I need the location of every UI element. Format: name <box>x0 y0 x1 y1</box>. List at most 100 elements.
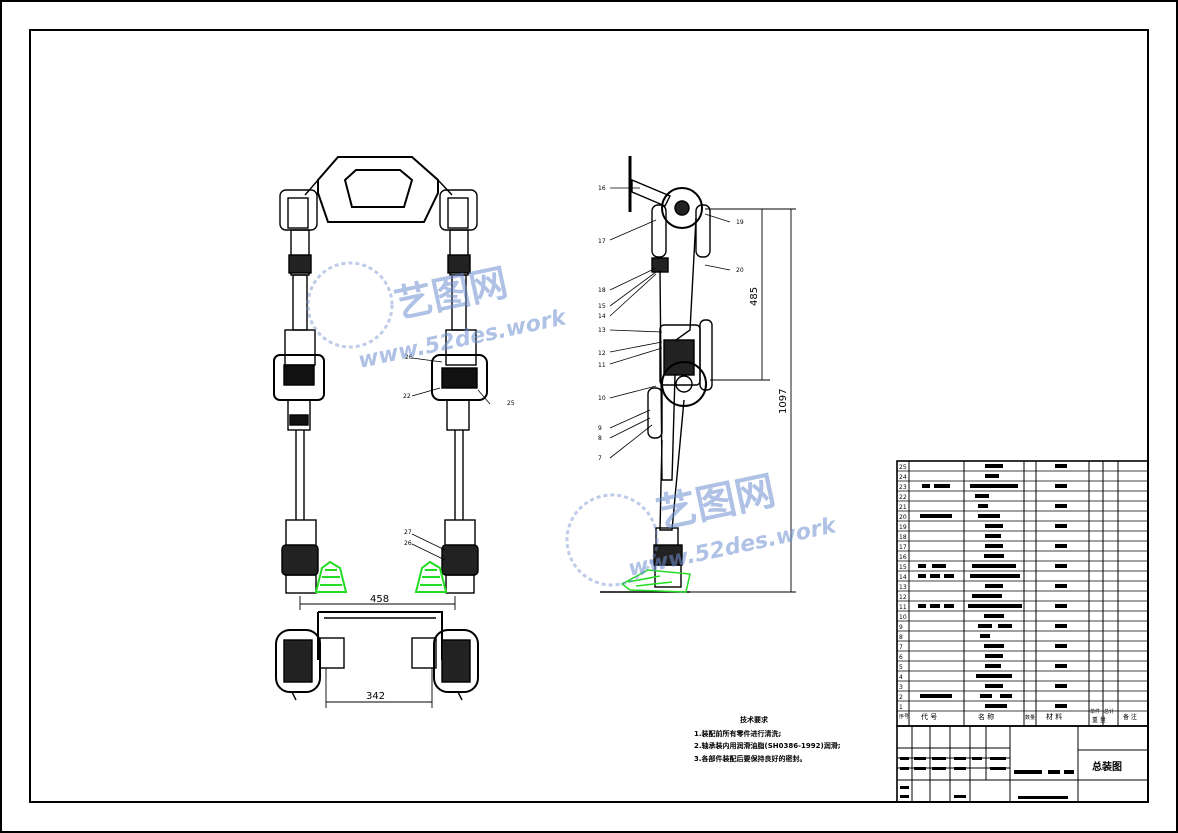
bom-redacted-cell <box>992 514 1000 518</box>
bom-redacted-cell <box>930 574 940 578</box>
bom-redacted-cell <box>1055 544 1067 548</box>
bom-redacted-cell <box>1000 694 1012 698</box>
bom-redacted-cell <box>978 624 992 628</box>
callout-label: 14 <box>598 313 606 320</box>
bom-row-number: 8 <box>899 634 903 641</box>
dimension-upper-width <box>299 596 456 610</box>
drawing-title: 总装图 <box>1092 760 1122 773</box>
bom-redacted-cell <box>1055 464 1067 468</box>
bom-redacted-cell <box>984 644 1004 648</box>
bom-redacted-cell <box>985 664 1001 668</box>
callout-label: 7 <box>598 455 602 462</box>
bom-header-remark: 备 注 <box>1123 713 1137 721</box>
dimension-height <box>690 208 796 593</box>
bom-redacted-cell <box>970 484 1018 488</box>
side-callouts <box>609 187 731 459</box>
bom-redacted-cell <box>1055 484 1067 488</box>
bom-redacted-cell <box>930 604 940 608</box>
bom-header-name: 名 称 <box>978 712 994 721</box>
bom-row-number: 19 <box>899 524 907 531</box>
bom-redacted-cell <box>980 634 990 638</box>
bom-redacted-cell <box>985 474 999 478</box>
callout-label: 15 <box>598 303 606 310</box>
callout-label: 22 <box>403 393 411 400</box>
bom-redacted-cell <box>918 604 926 608</box>
bom-redacted-cell <box>985 704 1007 708</box>
bom-redacted-cell <box>918 564 926 568</box>
callout-label: 27 <box>404 529 412 536</box>
bom-row-number: 10 <box>899 614 907 621</box>
bom-redacted-cell <box>1055 664 1067 668</box>
bom-row-number: 22 <box>899 494 907 501</box>
bom-row-number: 11 <box>899 604 907 611</box>
bom-redacted-cell <box>980 694 992 698</box>
tech-requirements-title: 技术要求 <box>740 715 769 724</box>
bom-redacted-cell <box>932 564 946 568</box>
inner-frame <box>29 29 1149 803</box>
bom-redacted-cell <box>985 524 1003 528</box>
top-view <box>275 611 479 708</box>
bom-redacted-cell <box>944 574 954 578</box>
bom-redacted-cell <box>984 554 1004 558</box>
tech-requirement-line: 3.各部件装配后要保持良好的密封。 <box>694 754 807 763</box>
bom-redacted-cell <box>972 594 1002 598</box>
bom-header-material: 材 料 <box>1046 712 1062 721</box>
bom-redacted-cell <box>944 604 954 608</box>
bom-redacted-cell <box>1055 564 1067 568</box>
bom-row-number: 17 <box>899 544 907 551</box>
bom-redacted-cell <box>978 504 988 508</box>
callout-label: 10 <box>598 395 606 402</box>
bom-row-number: 13 <box>899 584 907 591</box>
bom-row-number: 3 <box>899 684 903 691</box>
bom-redacted-cell <box>1055 504 1067 508</box>
watermark-globe-icon <box>565 493 659 587</box>
bom-redacted-cell <box>985 584 1003 588</box>
bom-header: 序号 代 号 名 称 数量 材 料 单件 总计 重 量 备 注 <box>899 708 1137 724</box>
bom-redacted-cell <box>968 604 1022 608</box>
bom-row-number: 15 <box>899 564 907 571</box>
bom-row-number: 12 <box>899 594 907 601</box>
callout-label: 20 <box>736 267 744 274</box>
bom-row-number: 7 <box>899 644 903 651</box>
bom-header-weight: 重 量 <box>1092 716 1106 724</box>
bom-row-number: 21 <box>899 504 907 511</box>
bom-redacted-cell <box>922 484 930 488</box>
bom-redacted-cell <box>985 534 1001 538</box>
bom-row-number: 2 <box>899 694 903 701</box>
callout-label: 9 <box>598 425 602 432</box>
bom-redacted-cell <box>918 574 926 578</box>
bom-rows: 2524232221201918171615141312111098765432… <box>897 464 1148 712</box>
bom-row-number: 16 <box>899 554 907 561</box>
front-view <box>273 156 488 594</box>
bom-redacted-cell <box>920 694 952 698</box>
tech-requirement-line: 2.轴承装内用润滑油脂(SH0386-1992)润滑; <box>694 741 841 750</box>
callout-label: 12 <box>598 350 606 357</box>
callout-label: 19 <box>736 219 744 226</box>
bom-redacted-cell <box>985 684 1003 688</box>
callout-label: 13 <box>598 327 606 334</box>
callout-label: 25 <box>507 400 515 407</box>
bom-redacted-cell <box>920 514 952 518</box>
bom-row-number: 18 <box>899 534 907 541</box>
bom-redacted-cell <box>985 654 1003 658</box>
callout-label: 26 <box>405 354 413 361</box>
bom-row-number: 5 <box>899 664 903 671</box>
callout-label: 11 <box>598 362 606 369</box>
bom-redacted-cell <box>984 614 1004 618</box>
bom-row-number: 9 <box>899 624 903 631</box>
front-foot-highlights <box>314 560 448 593</box>
bom-header-seq: 序号 <box>899 713 909 720</box>
side-foot-highlight <box>620 569 691 593</box>
title-block-filled-cells <box>900 757 1074 799</box>
bom-redacted-cell <box>972 564 1016 568</box>
bom-row-number: 4 <box>899 674 903 681</box>
bom-redacted-cell <box>978 514 994 518</box>
front-callouts <box>411 357 491 561</box>
dimension-partial-height-label: 485 <box>749 287 760 306</box>
bom-row-number: 20 <box>899 514 907 521</box>
callout-label: 17 <box>598 238 606 245</box>
bom-row-number: 23 <box>899 484 907 491</box>
bom-header-single: 单件 <box>1090 708 1100 715</box>
bom-row-number: 1 <box>899 704 903 711</box>
